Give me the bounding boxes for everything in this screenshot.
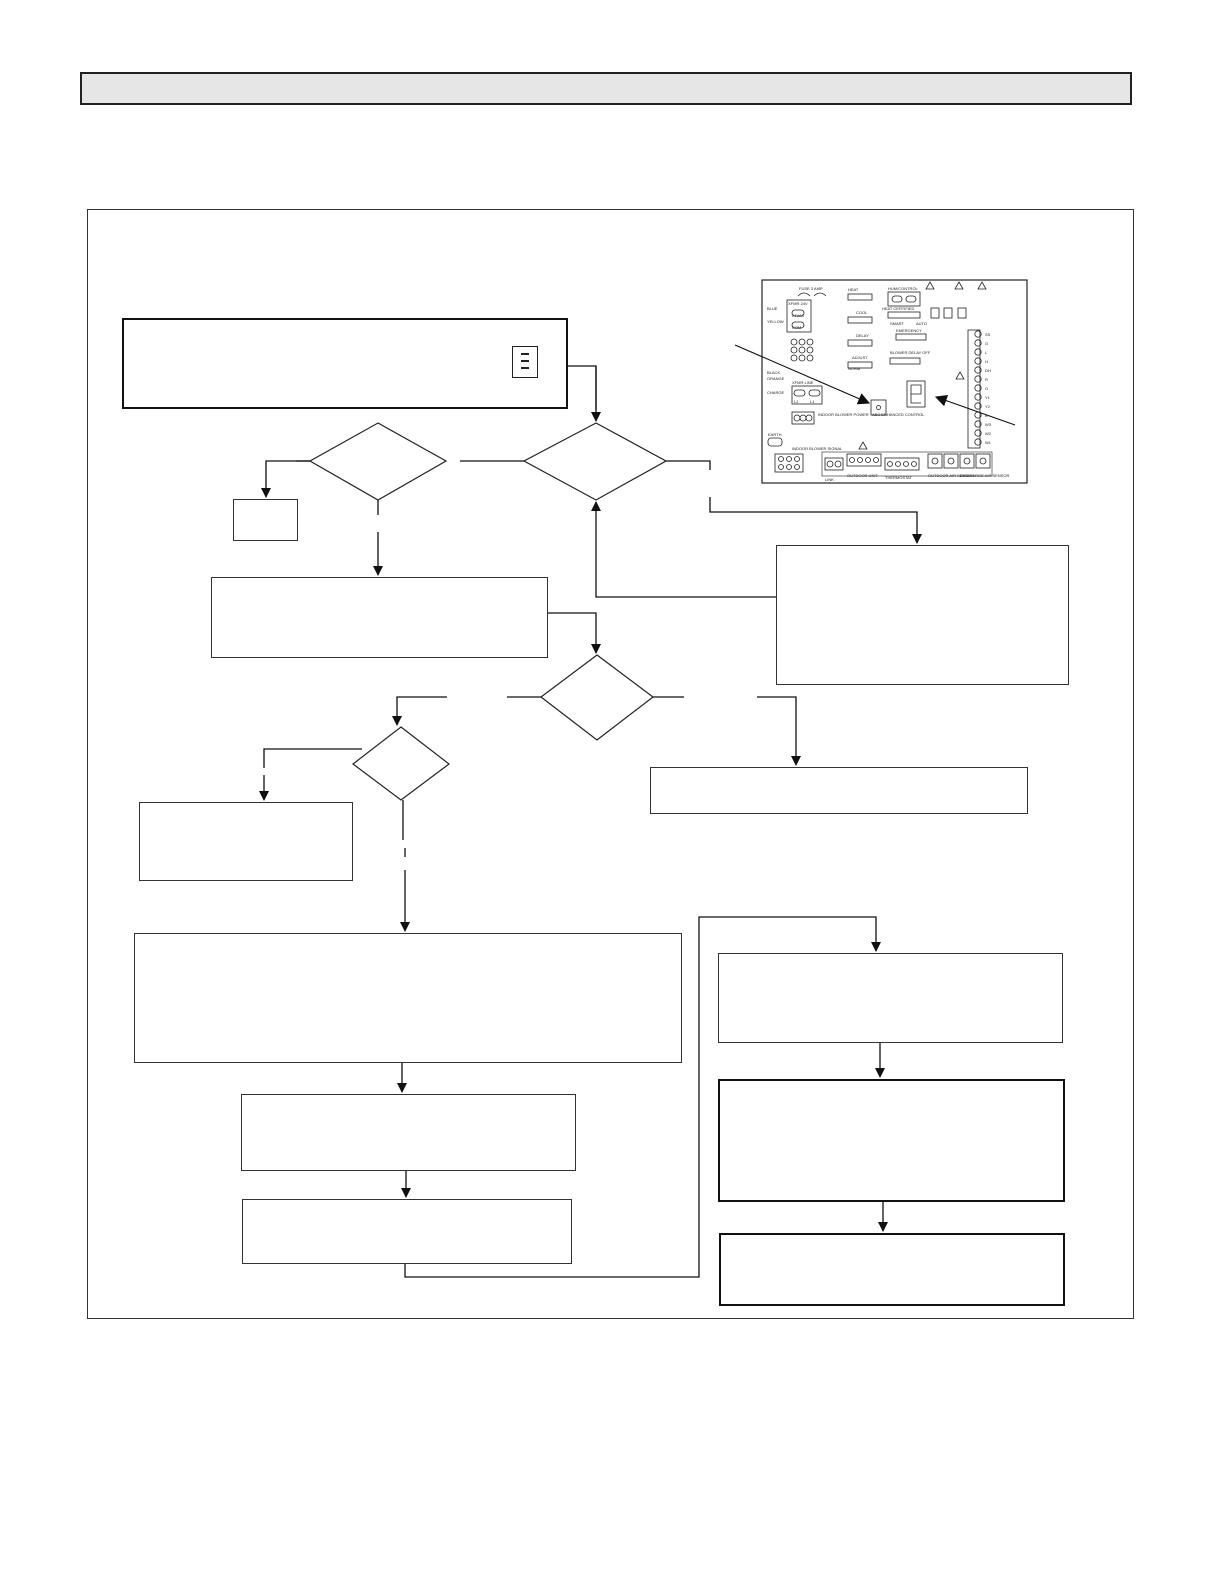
flow-box-start [122, 318, 568, 409]
board-left-label: L1 [810, 399, 815, 404]
decision-diamond-1 [308, 422, 448, 501]
board-top-label: HUM/CONTROL [888, 286, 919, 291]
board-left-label: ORANGE [767, 376, 785, 381]
board-center-label: LINK [825, 477, 834, 482]
terminal-label: R [985, 377, 988, 382]
board-left-label: EARTH [768, 432, 782, 437]
flow-box-step-1 [241, 1094, 576, 1171]
terminal-label: O [985, 386, 988, 391]
board-left-label: XFMR LINE [792, 380, 814, 385]
terminal-label: SS [985, 332, 991, 337]
board-top-label: HEAT [848, 287, 859, 292]
control-board-diagram: FUSE 3 AMP HEAT HUM/CONTROL COOL HEAT CERTIF… [734, 279, 1028, 484]
board-left-label: COM [792, 325, 801, 330]
board-center-label: OUTDOOR UNIT [847, 473, 878, 478]
flow-box-left-small [233, 499, 298, 541]
board-top-label: DELAY [856, 333, 869, 338]
flow-box-right-step-1 [718, 953, 1063, 1043]
board-left-label: CHARGE [767, 390, 784, 395]
terminal-label: W3 [985, 422, 992, 427]
board-top-label: FUSE 3 AMP [799, 286, 823, 291]
terminal-label: B [985, 413, 988, 418]
board-left-label: 24VAC [792, 313, 804, 318]
terminal-label: Y2 [985, 404, 991, 409]
board-left-label: L2 [794, 399, 799, 404]
terminal-label: H [985, 359, 988, 364]
board-center-label: THERMOSTAT [885, 475, 913, 480]
board-left-label: INDOOR BLOWER POWER [818, 412, 869, 417]
decision-diamond-3 [540, 654, 654, 741]
board-top-label: COOL [856, 310, 868, 315]
board-left-label: XFMR 24V [788, 301, 808, 306]
terminal-label: G [985, 341, 988, 346]
board-top-label: BLOWER DELAY OFF [890, 350, 931, 355]
terminal-label: L [985, 350, 988, 355]
board-left-label: INDOOR BLOWER SIGNAL [792, 446, 843, 451]
board-top-label: HEAT CERTIFIED [882, 306, 915, 311]
decision-diamond-2 [522, 422, 668, 501]
board-top-label: ADJUST [852, 355, 868, 360]
board-center-label: DISCHARGE AIR SENSOR [960, 473, 1009, 478]
outlet-icon [512, 346, 538, 378]
board-center-label: SMART [890, 321, 904, 326]
flow-box-left-result [139, 802, 353, 881]
terminal-label: W1 [985, 440, 992, 445]
board-left-label: YELLOW [767, 319, 784, 324]
board-center-label: ABC ENHANCED CONTROL [872, 412, 925, 417]
flow-box-right-result [650, 767, 1028, 814]
terminal-label: W2 [985, 431, 992, 436]
header-bar [80, 72, 1132, 105]
flow-box-large [134, 933, 682, 1063]
board-center-label: OUTDOOR AIR SENSOR [928, 473, 974, 478]
board-left-label: BLUE [767, 306, 778, 311]
diagram-frame [87, 209, 1134, 1319]
terminal-label: DH [985, 368, 991, 373]
flow-box-right-info [776, 545, 1069, 685]
board-center-label: NORM [848, 366, 860, 371]
board-top-label: EMERGENCY [896, 328, 922, 333]
board-center-label: AUTO [916, 321, 927, 326]
flow-box-right-step-3 [719, 1233, 1065, 1306]
decision-diamond-4 [352, 726, 450, 801]
flow-box-right-step-2 [718, 1079, 1065, 1202]
flow-box-check [211, 577, 548, 658]
board-left-label: BLACK [767, 370, 780, 375]
terminal-label: Y1 [985, 395, 991, 400]
flow-box-step-2 [242, 1199, 572, 1264]
